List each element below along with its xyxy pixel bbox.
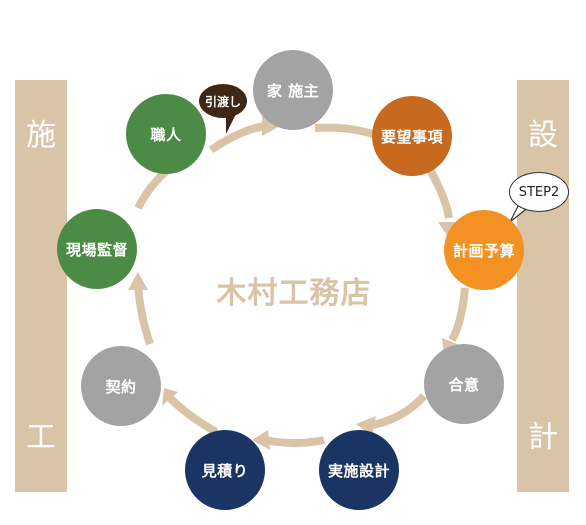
arrow-segment xyxy=(426,168,453,219)
node-label: 家 施主 xyxy=(266,81,320,100)
arrow-segment xyxy=(167,395,218,436)
arrow-head xyxy=(128,272,148,290)
arrow-head xyxy=(252,430,270,450)
arrow-segment xyxy=(134,284,154,346)
node-site-supervisor: 現場監督 xyxy=(57,209,137,289)
node-craftsmen: 職人 xyxy=(126,94,206,174)
node-requirements: 要望事項 xyxy=(372,96,452,176)
step-callout: STEP2 xyxy=(509,172,569,212)
node-label: 契約 xyxy=(105,377,137,396)
arrow-head xyxy=(162,388,178,406)
node-label: 見積り xyxy=(201,461,249,480)
node-label: 合意 xyxy=(448,375,480,394)
company-logo-text: 木村工務店 xyxy=(216,276,372,311)
node-contract: 契約 xyxy=(81,346,161,426)
node-label: 要望事項 xyxy=(380,127,443,146)
arrow-segment xyxy=(367,393,427,430)
node-agreement: 合意 xyxy=(424,344,504,424)
design-char-bottom: 計 xyxy=(528,420,558,455)
node-estimate: 見積り xyxy=(185,430,265,510)
construction-side-bar: 施 工 xyxy=(15,80,67,492)
arrow-segment xyxy=(263,436,325,447)
design-char-top: 設 xyxy=(528,118,558,153)
arrow-segment xyxy=(448,287,469,342)
node-detailed-design: 実施設計 xyxy=(319,430,399,510)
node-label: 実施設計 xyxy=(327,461,390,480)
node-plan-budget: 計画予算 xyxy=(444,210,524,290)
construction-char-bottom: 工 xyxy=(26,420,56,455)
design-side-bar: 設 計 xyxy=(517,80,569,492)
node-label: 計画予算 xyxy=(452,241,515,260)
arrow-segment xyxy=(314,123,380,140)
arrow-head xyxy=(262,116,280,136)
arrow-segment xyxy=(208,122,266,154)
node-label: 職人 xyxy=(150,125,182,144)
handover-callout: 引渡し xyxy=(199,84,247,118)
handover-callout-tail xyxy=(226,114,236,134)
node-label: 現場監督 xyxy=(65,240,128,259)
construction-char-top: 施 xyxy=(26,118,56,153)
node-client: 家 施主 xyxy=(253,50,333,130)
